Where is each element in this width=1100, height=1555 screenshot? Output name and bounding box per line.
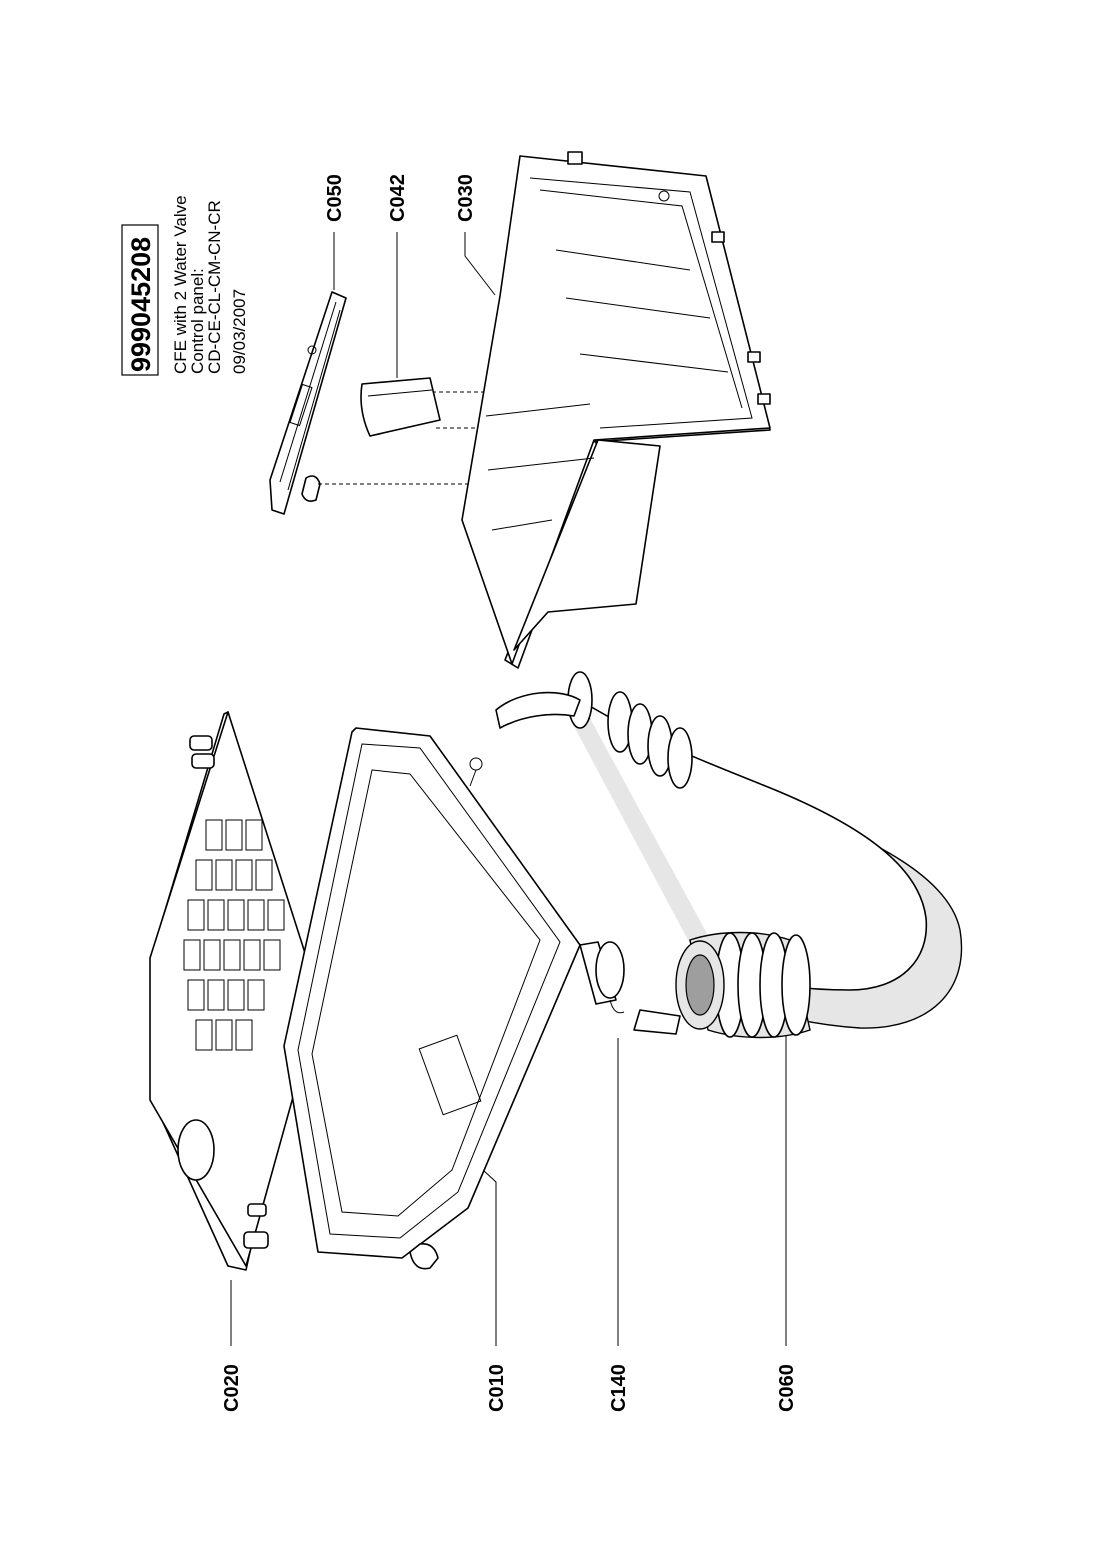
part-c060-hose (495, 671, 963, 1039)
part-c010-tray (283, 727, 625, 1270)
lid-grid (183, 819, 285, 1051)
part-c042-flap (360, 377, 441, 437)
header-block: 999045208 CFE with 2 Water Valve Control… (121, 195, 249, 376)
callout-c042: C042 (387, 174, 409, 378)
callout-label-c042: C042 (387, 174, 409, 222)
callout-label-c060: C060 (776, 1364, 798, 1412)
callout-c050: C050 (324, 174, 346, 290)
callout-c140: C140 (608, 1038, 630, 1412)
callout-label-c030: C030 (455, 174, 477, 222)
header-line-1: CFE with 2 Water Valve (171, 195, 190, 374)
callout-c010: C010 (469, 1157, 508, 1412)
part-c050-handle (269, 291, 347, 515)
callout-label-c010: C010 (486, 1364, 508, 1412)
callout-label-c020: C020 (221, 1364, 243, 1412)
callout-label-c140: C140 (608, 1364, 630, 1412)
part-number: 999045208 (126, 237, 156, 372)
callout-c060: C060 (776, 1036, 798, 1412)
header-line-3: CD-CE-CL-CM-CN-CR (205, 200, 224, 374)
part-c030-drawer (461, 151, 771, 669)
header-date: 09/03/2007 (230, 289, 249, 374)
hose-ribs (607, 691, 811, 1038)
part-c020-lid (149, 711, 321, 1271)
header-line-2: Control panel: (188, 268, 207, 374)
leader-c030 (464, 232, 496, 296)
callout-c030: C030 (455, 174, 496, 296)
part-number-box (121, 224, 159, 376)
callout-label-c050: C050 (324, 174, 346, 222)
callout-c020: C020 (221, 1280, 243, 1412)
